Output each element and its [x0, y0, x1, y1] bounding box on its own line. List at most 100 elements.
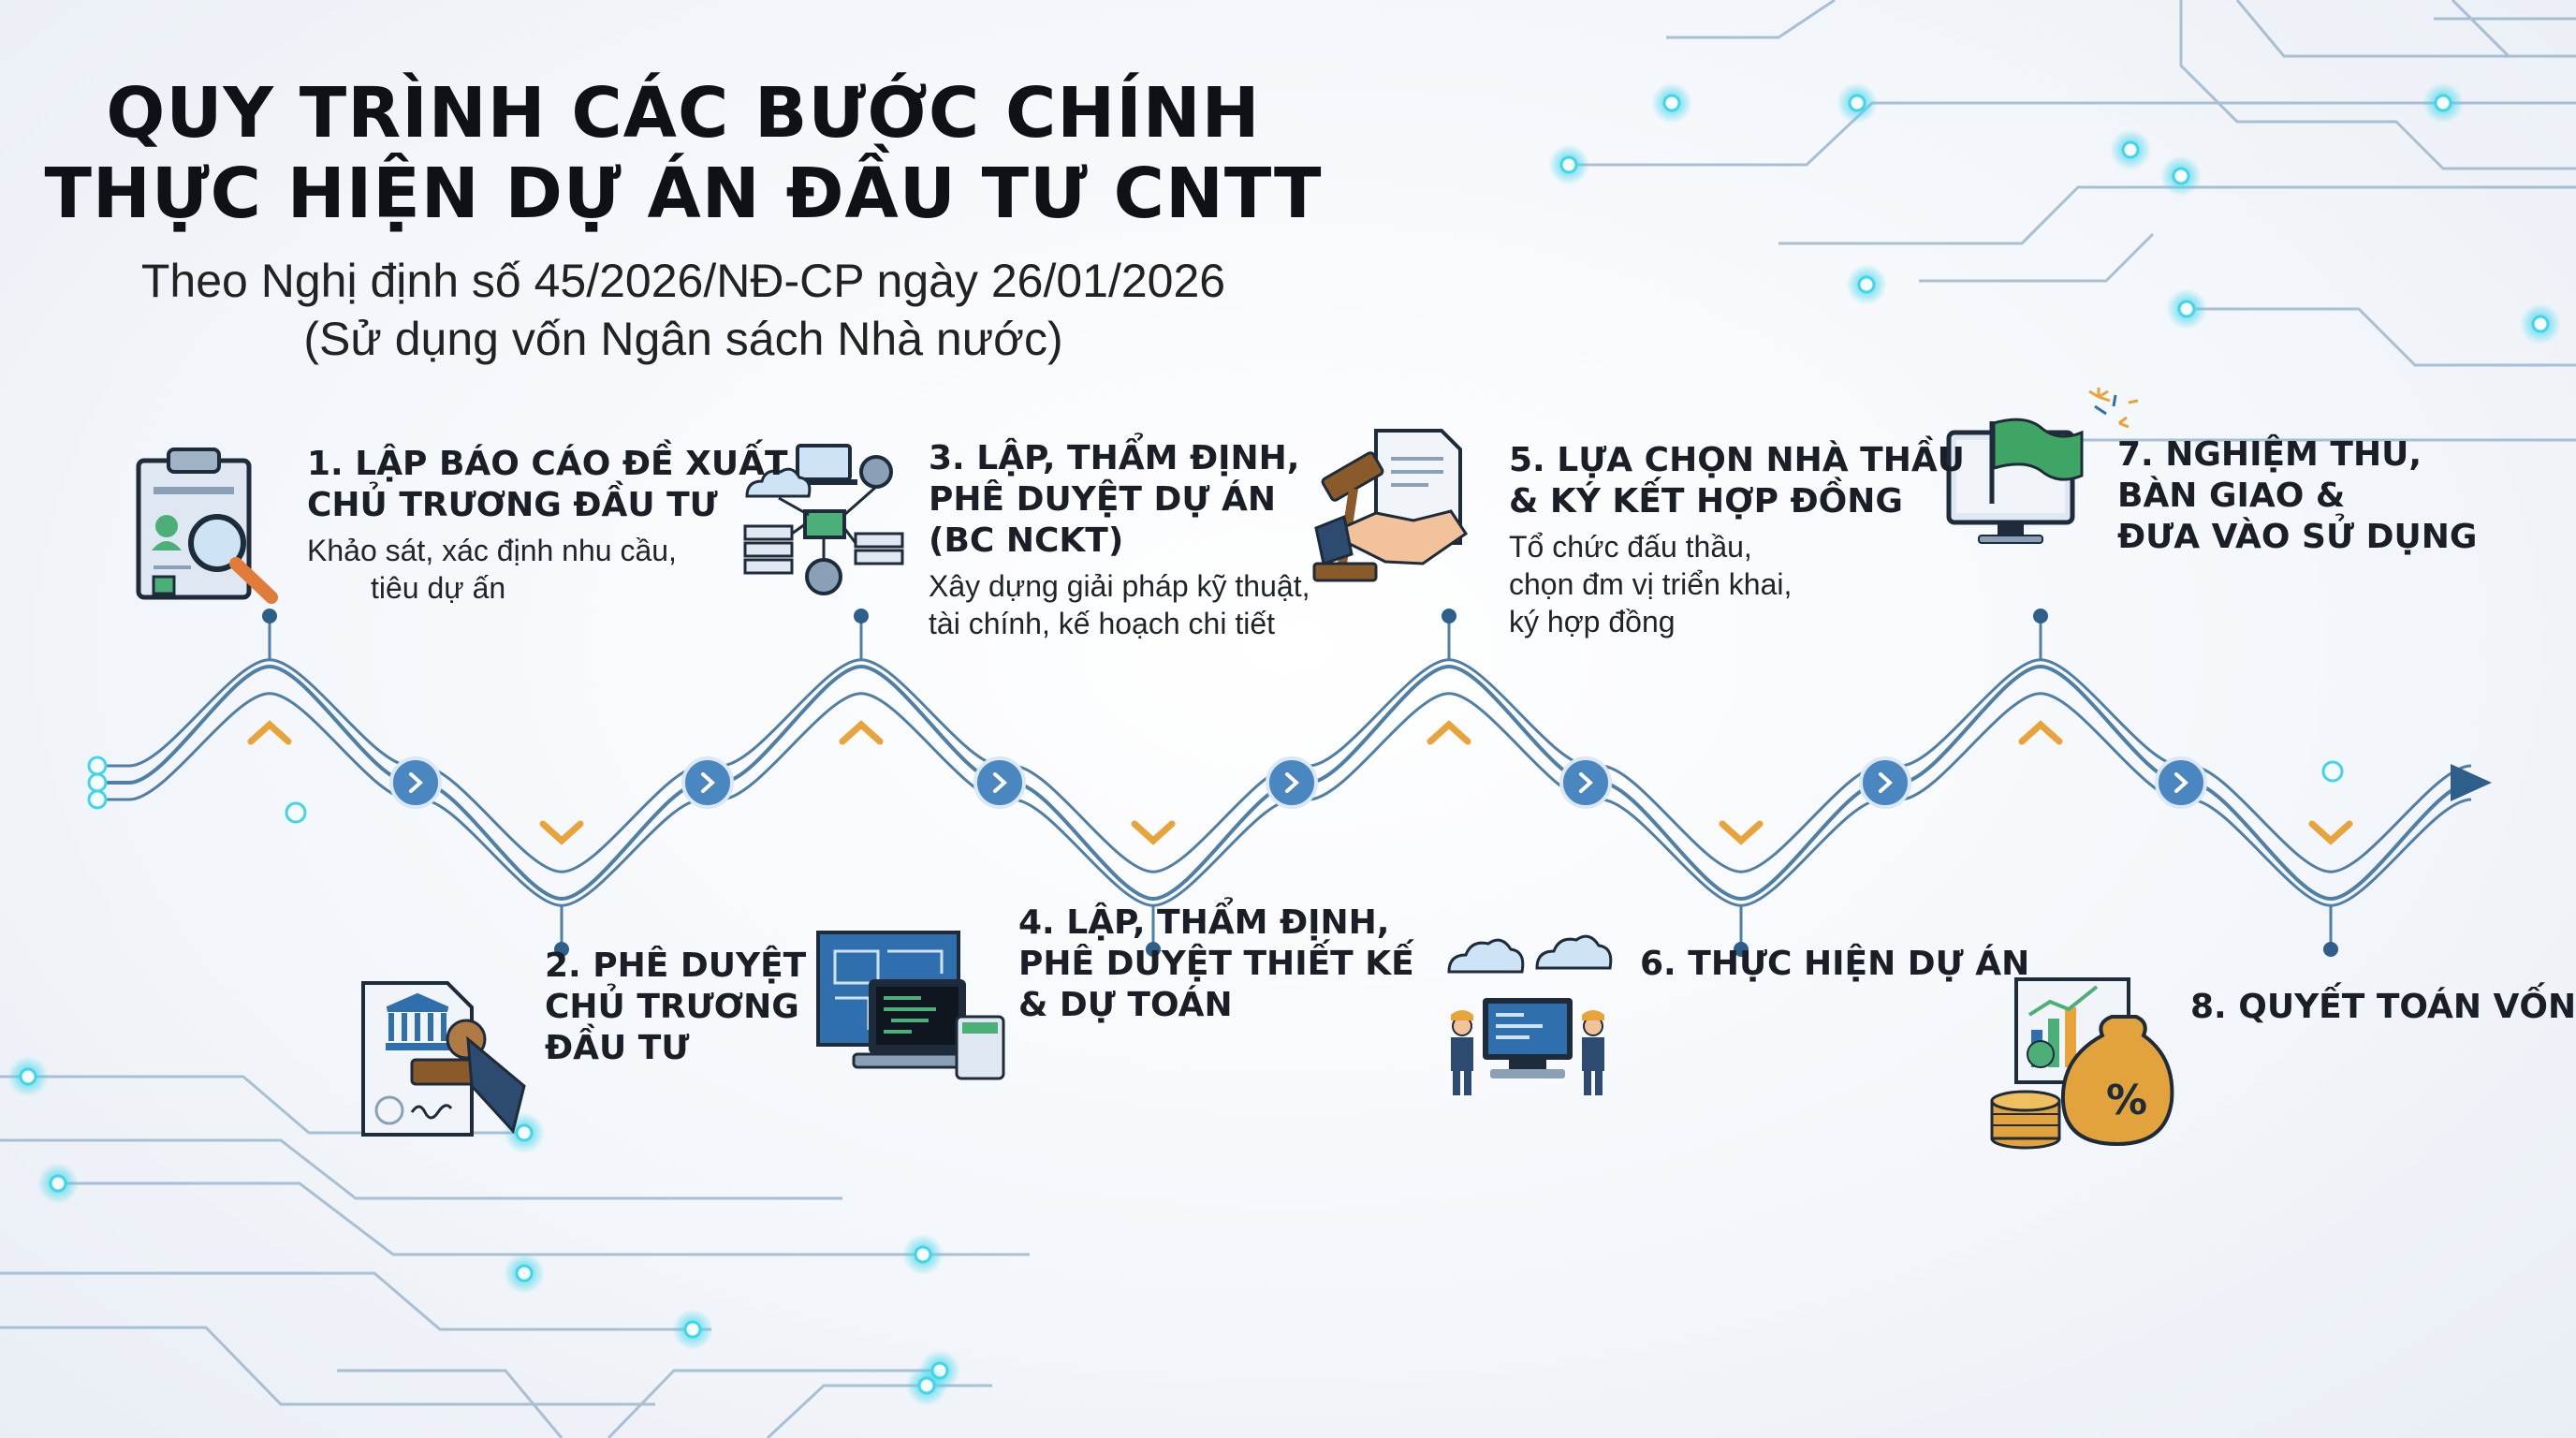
chevron-right-icon	[409, 772, 423, 793]
chevron-right-icon	[701, 772, 715, 793]
step-4-title-line2: PHÊ DUYỆT THIẾT KẾ	[1018, 945, 1414, 983]
step-pin	[854, 609, 869, 624]
chevron-right-icon	[1579, 772, 1593, 793]
circuit-trace	[1573, 101, 2576, 167]
timeline-node	[2155, 756, 2207, 809]
step-2-title-line3: ĐẦU TƯ	[545, 1029, 690, 1067]
step-4-title-line3: & DỰ TOÁN	[1018, 986, 1233, 1024]
step-1: 1. LẬP BÁO CÁO ĐỀ XUẤT CHỦ TRƯƠNG ĐẦU TƯ…	[307, 444, 788, 607]
step-4: 4. LẬP, THẨM ĐỊNH, PHÊ DUYỆT THIẾT KẾ & …	[1018, 902, 1414, 1026]
circuit-trace	[1778, 185, 2576, 245]
circuit-trace	[56, 1181, 1030, 1256]
circuit-node	[1559, 155, 1578, 174]
step-3-title-line1: 3. LẬP, THẨM ĐỊNH,	[929, 439, 1300, 477]
page-subtitle-line2: (Sử dụng vốn Ngân sách Nhà nước)	[303, 313, 1063, 365]
network-servers-icon	[743, 444, 904, 595]
step-pin	[2323, 942, 2338, 957]
step-5-desc-line3: ký hợp đồng	[1509, 605, 1676, 638]
step-5-title-line2: & KÝ KẾT HỢP ĐỒNG	[1509, 482, 1903, 521]
step-7-title-line1: 7. NGHIỆM THU,	[2117, 435, 2422, 474]
step-2-title-line2: CHỦ TRƯƠNG	[545, 988, 799, 1026]
money-bag-chart-icon: %	[1990, 977, 2174, 1150]
chevron-down-icon	[1719, 820, 1764, 845]
step-pin	[2033, 609, 2048, 624]
circuit-trace	[1666, 0, 1836, 39]
chevron-up-icon	[2018, 720, 2063, 745]
clipboard-magnifier-icon	[136, 448, 278, 604]
step-6: 6. THỰC HIỆN DỰ ÁN	[1640, 944, 2029, 985]
page-title-line2: THỰC HIỆN DỰ ÁN ĐẦU TƯ CNTT	[44, 154, 1323, 234]
monitor-flag-icon	[1946, 388, 2139, 544]
step-1-title-line2: CHỦ TRƯƠNG ĐẦU TƯ	[307, 486, 718, 524]
timeline-glow-node	[285, 801, 307, 824]
circuit-node	[2177, 300, 2196, 318]
step-3: 3. LẬP, THẨM ĐỊNH, PHÊ DUYỆT DỰ ÁN (BC N…	[929, 438, 1310, 642]
timeline-arrowhead	[2451, 764, 2492, 801]
step-5-desc-line2: chọn đm vị triển khai,	[1509, 567, 1793, 601]
step-1-desc-line1: Khảo sát, xác định nhu cầu,	[307, 534, 677, 567]
circuit-trace	[2235, 0, 2576, 58]
page-subtitle-line1: Theo Nghị định số 45/2026/NĐ-CP ngày 26/…	[140, 255, 1226, 307]
circuit-trace	[0, 1271, 711, 1331]
circuit-node	[2531, 315, 2550, 333]
step-8: 8. QUYẾT TOÁN VỐN	[2190, 987, 2576, 1028]
circuit-node	[917, 1376, 936, 1395]
step-pin	[262, 609, 277, 624]
circuit-trace	[607, 1369, 936, 1438]
circuit-trace	[337, 1369, 564, 1438]
timeline-node	[681, 756, 734, 809]
step-7: 7. NGHIỆM THU, BÀN GIAO & ĐƯA VÀO SỬ DỤN…	[2117, 434, 2477, 558]
engineers-computer-cloud-icon	[1447, 934, 1613, 1095]
step-1-desc-line2: tiêu dự ấn	[371, 571, 506, 605]
circuit-node	[515, 1123, 534, 1142]
chevron-right-icon	[1879, 772, 1893, 793]
step-5-title-line1: 5. LỰA CHỌN NHÀ THẦU	[1509, 441, 1965, 479]
gavel-handshake-icon	[1312, 429, 1469, 582]
step-8-title-line1: 8. QUYẾT TOÁN VỐN	[2190, 988, 2576, 1026]
chevron-up-icon	[839, 720, 884, 745]
step-3-desc-line2: tài chính, kế hoạch chi tiết	[929, 607, 1275, 640]
step-5-desc-line1: Tổ chức đấu thầu,	[1509, 530, 1752, 564]
circuit-trace	[0, 1326, 655, 1406]
timeline-node	[973, 756, 1026, 809]
step-pin	[1146, 942, 1161, 957]
circuit-node	[1848, 94, 1866, 112]
circuit-trace	[0, 1138, 842, 1200]
circuit-node	[49, 1174, 67, 1193]
circuit-trace	[2179, 0, 2576, 170]
document-stamp-icon	[361, 981, 526, 1137]
timeline-start-node	[87, 772, 108, 793]
page-title-line1: QUY TRÌNH CÁC BƯỚC CHÍNH	[106, 73, 1261, 154]
chevron-up-icon	[1427, 720, 1471, 745]
step-1-title-line1: 1. LẬP BÁO CÁO ĐỀ XUẤT	[307, 445, 788, 483]
chevron-right-icon	[2174, 772, 2188, 793]
circuit-node	[515, 1264, 534, 1283]
timeline-node	[1266, 756, 1318, 809]
step-7-title-line2: BÀN GIAO &	[2117, 477, 2346, 515]
circuit-node	[683, 1320, 702, 1339]
circuit-node	[1662, 94, 1681, 112]
chevron-down-icon	[2308, 820, 2353, 845]
timeline-start-node	[87, 756, 108, 776]
step-2: 2. PHÊ DUYỆT CHỦ TRƯƠNG ĐẦU TƯ	[545, 946, 806, 1069]
circuit-trace	[2451, 0, 2510, 58]
timeline-node	[1859, 756, 1911, 809]
circuit-node	[1857, 275, 1876, 294]
step-2-title-line1: 2. PHÊ DUYỆT	[545, 946, 807, 985]
timeline-node	[389, 756, 442, 809]
circuit-node	[19, 1067, 37, 1086]
step-4-title-line1: 4. LẬP, THẨM ĐỊNH,	[1018, 903, 1390, 942]
circuit-node	[2172, 167, 2190, 185]
circuit-node	[2434, 94, 2452, 112]
timeline-node	[1559, 756, 1612, 809]
chevron-right-icon	[1285, 772, 1299, 793]
circuit-trace	[2181, 307, 2576, 367]
step-3-title-line2: PHÊ DUYỆT DỰ ÁN	[929, 480, 1276, 519]
chevron-down-icon	[1131, 820, 1176, 845]
timeline-start-node	[87, 789, 108, 810]
chevron-down-icon	[539, 820, 584, 845]
step-pin	[1734, 942, 1749, 957]
timeline-glow-node	[2321, 760, 2344, 783]
